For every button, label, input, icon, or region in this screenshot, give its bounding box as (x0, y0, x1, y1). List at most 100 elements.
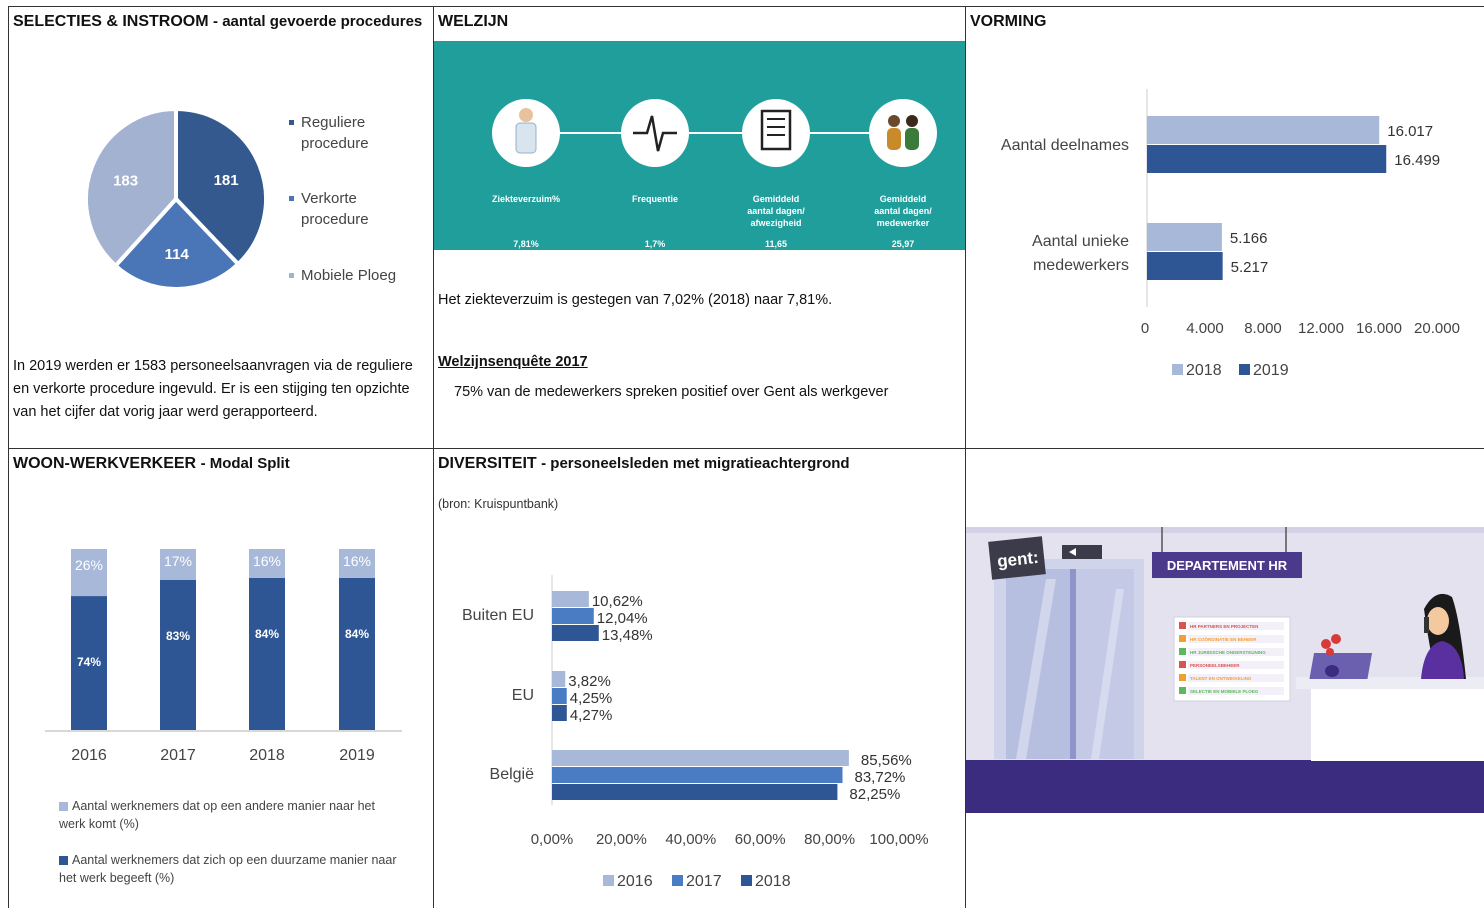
pie-legend-swatch (289, 196, 294, 201)
infographic-label: Ziekteverzuim% (492, 194, 560, 204)
hr-exit-sign (1062, 545, 1102, 559)
modal-bar-sustainable (339, 577, 375, 730)
person-body-2 (905, 128, 919, 150)
hr-person-face (1427, 607, 1449, 635)
vorming-tick-label: 0 (1141, 320, 1149, 337)
div-tick-label: 80,00% (804, 831, 855, 848)
legend-label-sustainable: Aantal werknemers dat zich op een duurza… (59, 853, 397, 885)
vorming-tick-label: 12.000 (1298, 320, 1344, 337)
vorming-data-label: 5.217 (1231, 259, 1269, 276)
selecties-text: In 2019 werden er 1583 personeelsaanvrag… (13, 358, 413, 420)
vorming-legend-swatch (1172, 364, 1183, 375)
hr-board-marker (1179, 674, 1186, 681)
legend-swatch-sustainable (59, 856, 68, 866)
welzijn-heading-2: Welzijnsenquête 2017 (438, 354, 588, 370)
vorming-bar (1147, 145, 1387, 173)
hr-person-phone (1424, 617, 1429, 633)
div-legend-swatch (672, 875, 683, 886)
hr-board-item: HR JURIDISCHE ONDERSTEUNING (1190, 650, 1266, 655)
welzijn-text-2: 75% van de medewerkers spreken positief … (454, 384, 889, 400)
vorming-tick-label: 20.000 (1414, 320, 1460, 337)
hr-board-marker (1179, 622, 1186, 629)
hr-board-marker (1179, 687, 1186, 694)
div-category-label: EU (512, 687, 534, 704)
hr-floor (966, 760, 1484, 813)
hr-board-row (1188, 622, 1284, 630)
title-main: DIVERSITEIT (438, 455, 537, 472)
div-tick-label: 20,00% (596, 831, 647, 848)
hr-board-marker (1179, 635, 1186, 642)
modal-category-label: 2018 (249, 747, 285, 764)
pie-legend-swatch (289, 120, 294, 125)
div-legend-swatch (741, 875, 752, 886)
hr-sign-text: DEPARTEMENT HR (1167, 558, 1288, 573)
vorming-tick-label: 16.000 (1356, 320, 1402, 337)
modal-bar-sustainable (71, 596, 107, 730)
modal-bar-sustainable (160, 579, 196, 730)
panel-title: WELZIJN (438, 13, 509, 30)
div-legend-label: 2017 (686, 873, 722, 890)
div-bar (552, 625, 599, 641)
pie-data-label: 181 (214, 172, 239, 189)
div-bar (552, 591, 589, 607)
hr-board-row (1188, 635, 1284, 643)
vorming-data-label: 16.499 (1394, 152, 1440, 169)
infographic-value: 11,65 (765, 239, 787, 249)
infographic-label: Frequentie (632, 194, 678, 204)
pie-data-label: 114 (165, 246, 190, 263)
hr-glass-shine-1 (1016, 579, 1056, 759)
hr-board-item: HR COÖRDINATIE EN BEHEER (1190, 636, 1257, 642)
hr-flower-1 (1321, 639, 1331, 649)
hr-sign-board (1152, 552, 1302, 578)
doctor-head (519, 108, 533, 122)
infographic-value: 7,81% (513, 239, 539, 249)
legend-swatch-other (59, 802, 68, 812)
div-bar (552, 705, 567, 721)
hr-department-illustration: gent: DEPARTEMENT HR HR PARTNERS EN PROJ… (966, 527, 1484, 813)
welzijn-text-1: Het ziekteverzuim is gestegen van 7,02% … (438, 292, 833, 308)
div-tick-label: 60,00% (735, 831, 786, 848)
div-data-label: 85,56% (861, 752, 912, 769)
hr-flower-2 (1331, 634, 1341, 644)
modal-data-label: 16% (343, 553, 371, 569)
modal-bar-other (71, 549, 107, 597)
hr-desk-front (1311, 689, 1484, 761)
grid-frame (8, 6, 1484, 908)
div-bar (552, 671, 566, 687)
hr-board-row (1188, 687, 1284, 695)
panel-title: VORMING (970, 13, 1047, 30)
div-data-label: 82,25% (849, 786, 900, 803)
modal-bar-other (160, 549, 196, 580)
hr-board-row (1188, 674, 1284, 682)
title-main: SELECTIES & INSTROOM (13, 13, 209, 30)
hr-board-row (1188, 661, 1284, 669)
div-bar (552, 767, 843, 783)
modal-category-label: 2019 (339, 747, 375, 764)
source-note: (bron: Kruispuntbank) (438, 497, 559, 511)
panel-hr-illustration: gent: DEPARTEMENT HR HR PARTNERS EN PROJ… (966, 449, 1484, 908)
vorming-bar (1147, 252, 1223, 280)
div-tick-label: 100,00% (869, 831, 928, 848)
grid-vline-1 (433, 6, 434, 908)
div-data-label: 4,25% (570, 690, 613, 707)
div-bar (552, 750, 849, 766)
panel-title: SELECTIES & INSTROOM - aantal gevoerde p… (13, 13, 422, 31)
legend-label-other: Aantal werknemers dat op een andere mani… (59, 799, 375, 831)
modal-category-label: 2016 (71, 747, 107, 764)
title-main: WOON-WERKVERKEER (13, 455, 197, 472)
div-bar (552, 784, 838, 800)
grid-vline-2 (965, 6, 966, 908)
hr-board-item: PERSONEELSBEHEER (1190, 663, 1240, 668)
hr-logo-text: gent: (996, 548, 1039, 571)
pie-legend-label: Mobiele Ploeg (301, 267, 396, 284)
hr-board-marker (1179, 648, 1186, 655)
div-legend-label: 2016 (617, 873, 653, 890)
